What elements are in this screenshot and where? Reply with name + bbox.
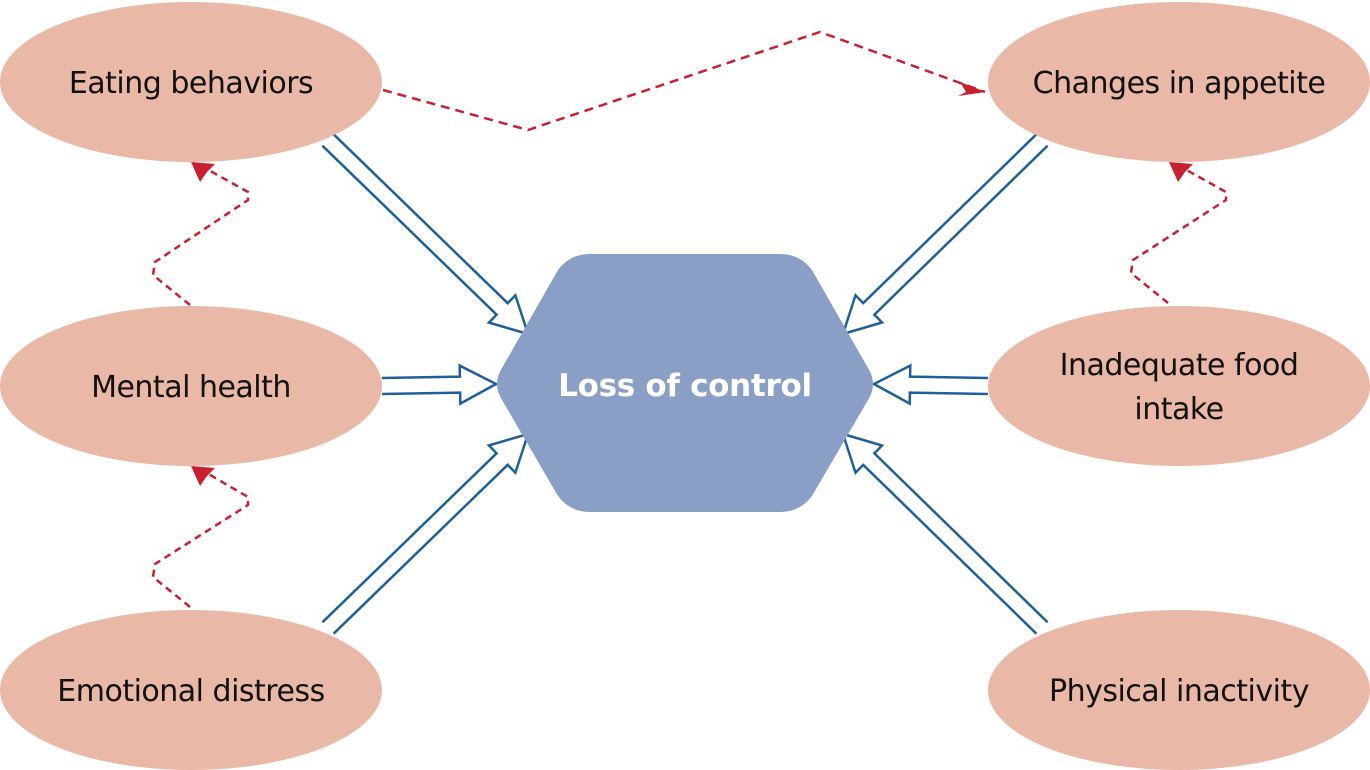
node-label: intake: [1134, 392, 1223, 427]
node-ellipse: [988, 2, 1370, 162]
node-emotional-distress[interactable]: Emotional distress: [0, 610, 382, 770]
arrowhead-mental: [191, 466, 215, 486]
node-mental-health[interactable]: Mental health: [0, 306, 382, 466]
dashed-connectors: [151, 30, 1228, 608]
solid-arrow-inadequate-food-intake-to-center: [871, 363, 989, 406]
node-eating-behaviors[interactable]: Eating behaviors: [0, 2, 382, 162]
dashed-arrow-mental-to-eating: [151, 166, 250, 306]
solid-arrow-emotional-distress-to-center: [321, 432, 530, 635]
solid-arrow-eating-behaviors-to-center: [321, 133, 530, 336]
solid-arrow-physical-inactivity-to-center: [841, 432, 1049, 635]
node-ellipse: [0, 610, 382, 770]
center-hexagon: [497, 254, 873, 512]
node-ellipse: [988, 610, 1370, 770]
dashed-arrow-intake-to-appetite: [1129, 166, 1228, 304]
node-label: Eating behaviors: [69, 66, 313, 101]
arrowhead-appetite: [958, 82, 986, 96]
node-ellipse: [0, 2, 382, 162]
dashed-arrow-emotional-to-mental: [151, 470, 250, 608]
solid-arrow-changes-in-appetite-to-center: [841, 133, 1049, 336]
node-ellipse: [0, 306, 382, 466]
node-label: Changes in appetite: [1033, 66, 1326, 101]
node-label: Mental health: [91, 370, 291, 405]
solid-arrow-mental-health-to-center: [381, 363, 499, 406]
node-physical-inactivity[interactable]: Physical inactivity: [988, 610, 1370, 770]
node-changes-in-appetite[interactable]: Changes in appetite: [988, 2, 1370, 162]
center-node[interactable]: Loss of control: [497, 254, 873, 512]
dashed-arrow-eating-to-appetite: [382, 30, 986, 132]
node-ellipse: [988, 306, 1370, 466]
center-label: Loss of control: [558, 368, 812, 404]
node-label: Emotional distress: [57, 674, 324, 709]
arrowhead-appetite-lower: [1169, 162, 1193, 182]
arrowhead-eating: [191, 162, 215, 182]
node-label: Physical inactivity: [1049, 674, 1309, 709]
node-inadequate-food-intake[interactable]: Inadequate food intake: [988, 306, 1370, 466]
node-label: Inadequate food: [1060, 348, 1299, 383]
